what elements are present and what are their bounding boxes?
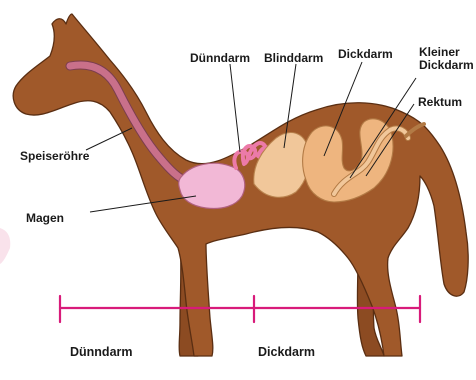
label-dickdarm: Dickdarm <box>338 48 393 61</box>
label-rektum: Rektum <box>418 96 462 109</box>
scale-label-dickdarm: Dickdarm <box>258 346 315 359</box>
background-pink-shape <box>0 228 10 264</box>
stomach-organ <box>179 163 245 208</box>
label-blinddarm: Blinddarm <box>264 52 323 65</box>
leader-duenndarm <box>230 64 240 152</box>
label-duenndarm: Dünndarm <box>190 52 250 65</box>
label-kleiner-dickdarm-line2: Dickdarm <box>419 59 474 72</box>
label-speiseroehre: Speiseröhre <box>20 150 89 163</box>
leader-speiseroehre <box>86 128 132 150</box>
scale-label-duenndarm: Dünndarm <box>70 346 133 359</box>
label-magen: Magen <box>26 212 64 225</box>
